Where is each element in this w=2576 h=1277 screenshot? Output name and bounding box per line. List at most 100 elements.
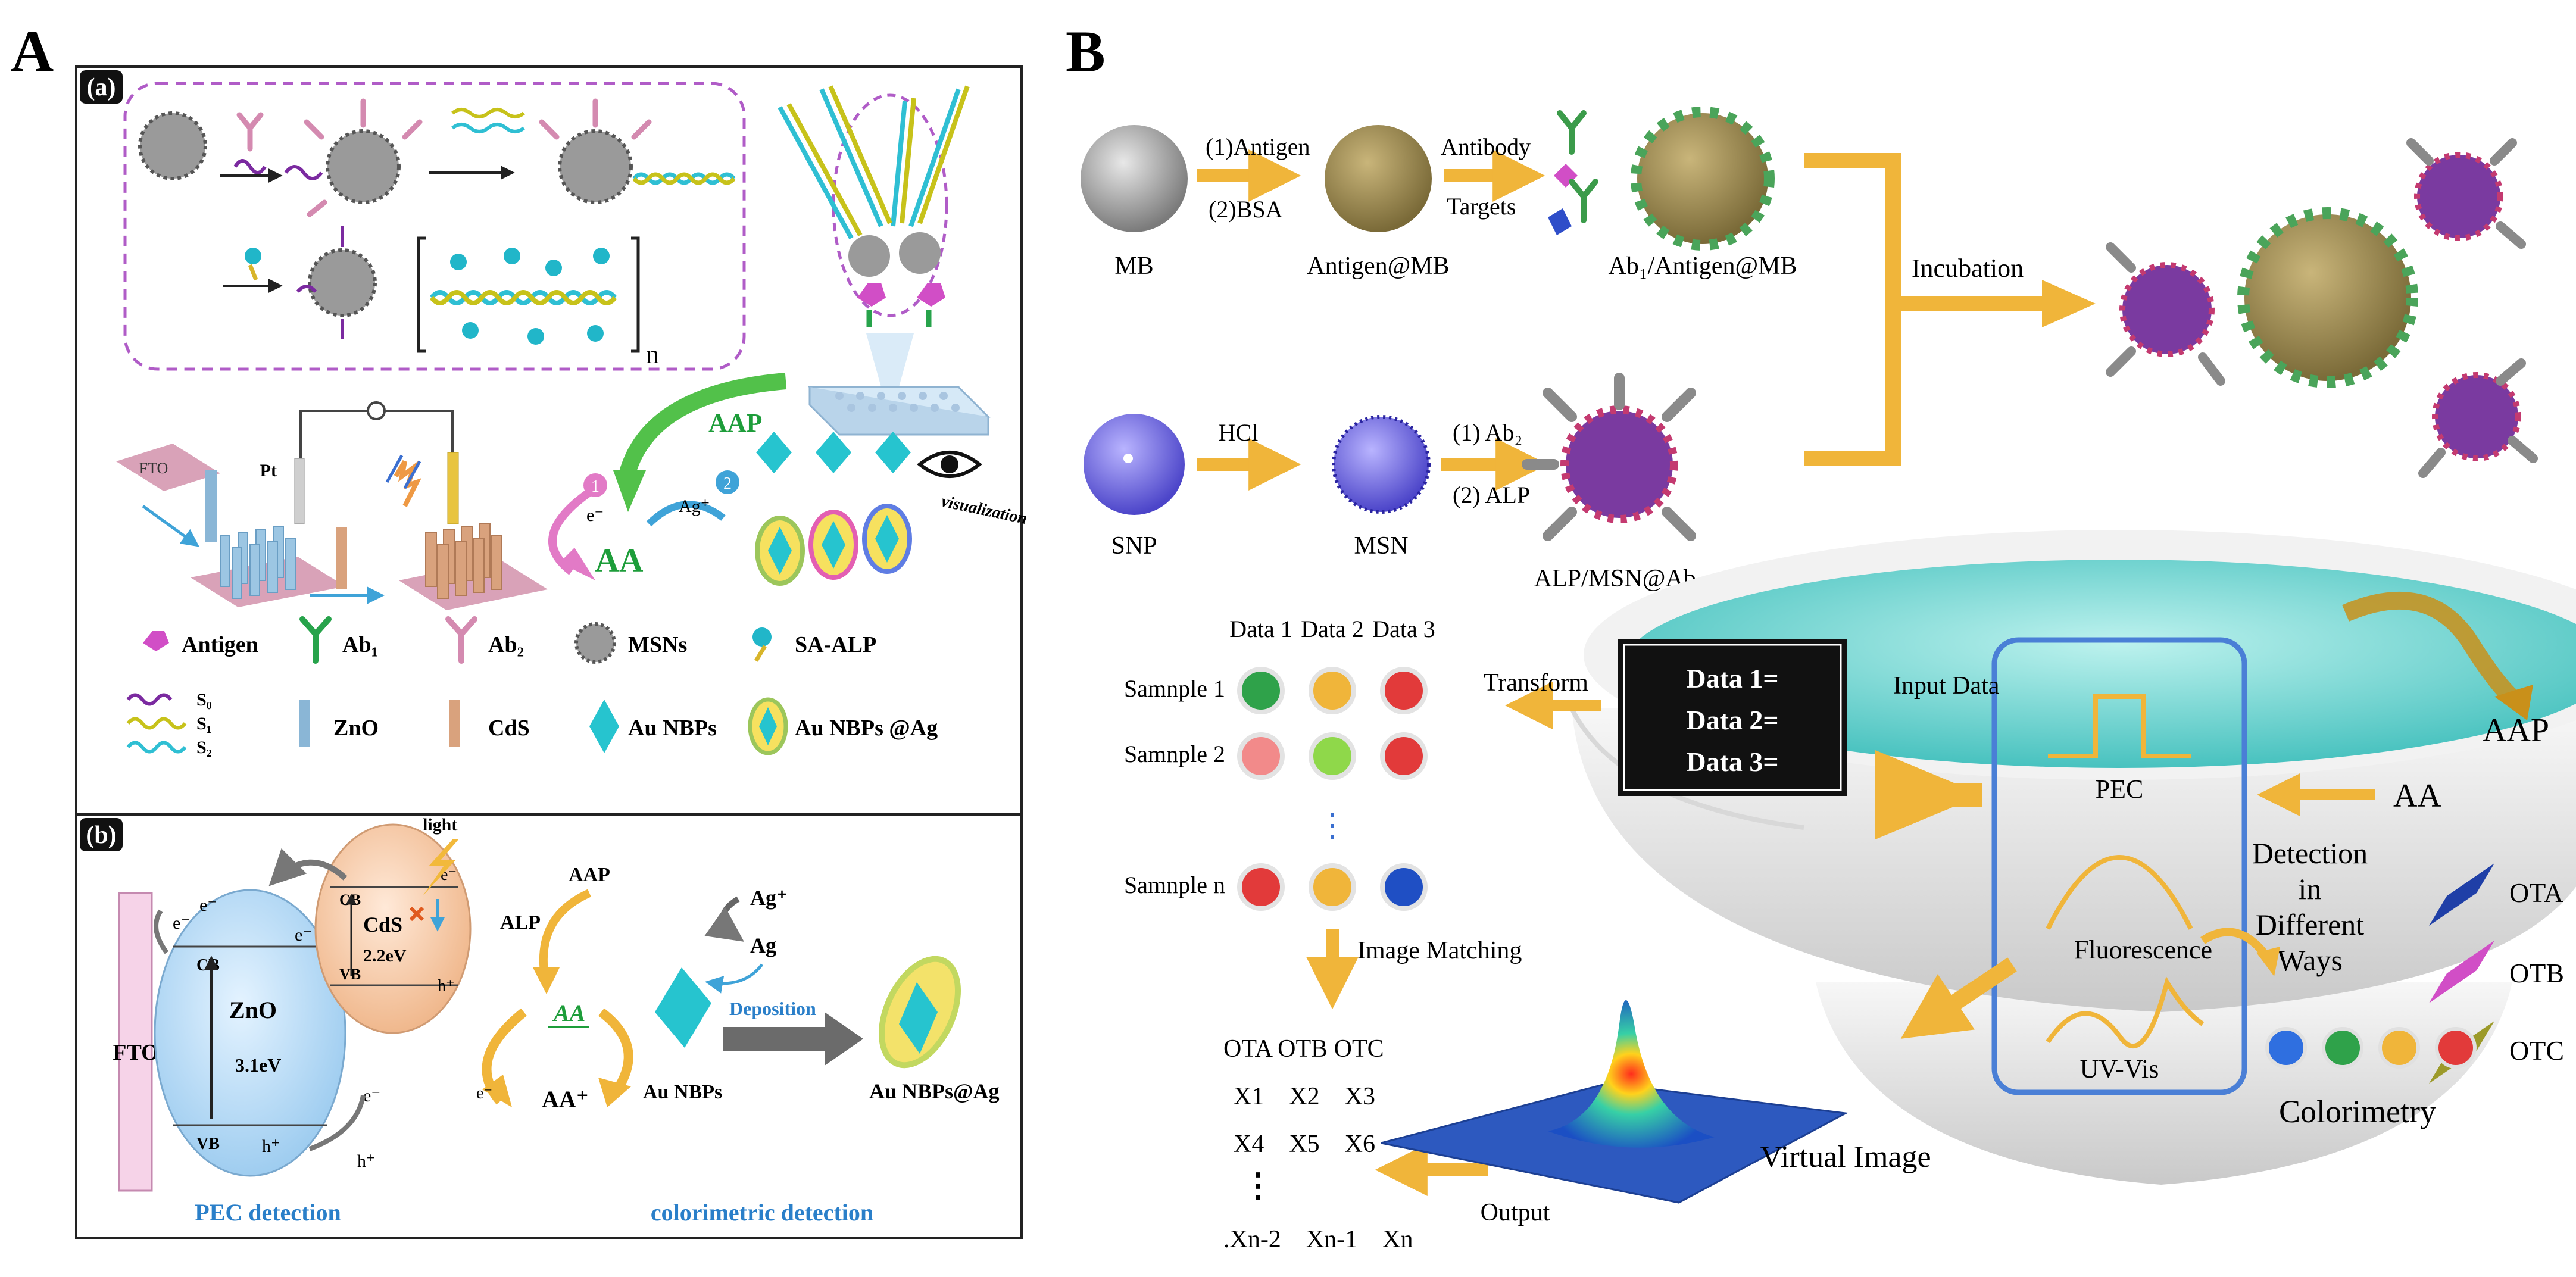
svg-text:ALP: ALP [500,911,541,933]
svg-text:S₂: S₂ [196,738,212,757]
ot-table-row-1: X1 X2 X3 [1234,1083,1375,1110]
ab1-antigen-mb-bead [1631,107,1775,251]
data-header-3: Data 3 [1372,616,1435,642]
msn-particle-1 [138,111,207,180]
fluorescence-signal-icon [2046,855,2193,930]
sub-b-label: (b) [86,822,116,849]
zno-rod-single [205,470,217,542]
svg-text:h⁺: h⁺ [438,977,455,995]
antigen-mb-bead [1325,125,1432,232]
immunocomplex-cluster [2106,138,2538,478]
pec-signal-icon [2048,694,2191,758]
ot-table-header: OTA OTB OTC [1223,1035,1384,1063]
ot-table-row-n: .Xn-2 Xn-1 Xn [1223,1226,1413,1253]
data-header-2: Data 2 [1301,616,1364,642]
fto-substrate: FTO [116,444,220,491]
alp-step-label: (2) ALP [1453,482,1530,508]
ab2-step-label: (1) Ab₂ [1453,419,1522,446]
antigen-step-label: (1)Antigen [1206,133,1310,160]
alp-catalysis: ALP AAP AA AA⁺ e⁻ [476,864,633,1113]
incubation-label: Incubation [1912,254,2024,283]
ab2-icon [445,616,477,664]
data-header-1: Data 1 [1229,616,1292,642]
au-nbps-ag-cluster [755,504,912,586]
svg-text:CB: CB [339,891,361,908]
immuno-sandwich-assembly [778,85,970,387]
svg-text:FTO: FTO [113,1040,158,1065]
mb-label: MB [1114,252,1153,280]
svg-text:e⁻: e⁻ [295,925,312,945]
input-data-label: Input Data [1893,672,2000,700]
zno-icon [299,700,310,747]
svg-text:e⁻: e⁻ [363,1086,380,1106]
zno-particle [154,889,346,1177]
samples-ellipsis: ⋮ [1316,807,1349,844]
aap-to-aa-arrow [617,373,787,484]
ag-plus-label-a: Ag⁺ [679,497,710,516]
snp-bead [1084,414,1185,515]
light-source: light [423,815,458,896]
dna-assembly-box [123,82,746,371]
msn-sa-alp-polymer [296,226,640,353]
svg-text:AA⁺: AA⁺ [542,1086,589,1113]
to-virtual-image-arrow [1900,957,2017,1039]
au-nbps-icon [589,700,619,753]
aap-label-b: AAP [2483,712,2549,749]
bowl [1569,530,2576,1185]
step1-badge [583,473,607,497]
svg-text:FTO: FTO [139,460,168,477]
msn-dna-chain [539,98,736,204]
pec-detection-label: PEC detection [195,1199,341,1226]
colorimetric-detection-label: colorimetric detection [651,1199,873,1226]
svg-text:Deposition: Deposition [729,998,816,1019]
targets-label: Targets [1447,193,1516,220]
ab2-icon-small [233,112,267,174]
svg-text:S₁: S₁ [196,714,212,733]
repeat-n-label: n [646,340,659,369]
water-surface [1625,560,2576,768]
aap-label-a: AAP [708,408,762,438]
sa-alp-icon-small [245,248,261,281]
panel-a-letter: A [11,18,54,85]
colorimetry-label: Colorimetry [2279,1094,2436,1129]
msn-label: MSN [1354,532,1408,560]
detection-frame [1991,637,2247,1095]
svg-text:VB: VB [339,966,361,983]
sa-alp-icon [752,627,772,647]
msn-bead [1334,417,1429,512]
svg-text:Ag⁺: Ag⁺ [750,886,788,910]
mb-bead [1081,125,1188,232]
svg-text:Detection: Detection [2252,836,2368,870]
svg-text:ZnO: ZnO [333,716,379,741]
alp-msn-ab2-particle [1522,373,1696,541]
fto-electrode [118,892,153,1192]
sub-a-badge [80,70,123,104]
sub-b-badge [80,818,123,851]
au-nbps-cluster [756,432,911,473]
sample-n-label: Samnple n [1124,872,1225,898]
uv-vis-signal-icon [2046,976,2205,1049]
svg-text:light: light [423,815,457,835]
svg-text:Ab₁: Ab₁ [342,632,378,657]
sample-1-label: Samnple 1 [1124,675,1225,702]
svg-text:CdS: CdS [488,716,530,741]
svg-text:Ag: Ag [750,933,776,957]
svg-text:Au NBPs @Ag: Au NBPs @Ag [795,716,938,741]
antibody-targets-icon [1548,110,1598,235]
otb-label: OTB [2509,958,2564,988]
ab1-icon [299,616,332,664]
ota-label: OTA [2509,878,2563,908]
svg-text:MSNs: MSNs [628,632,687,657]
svg-text:SA-ALP: SA-ALP [795,632,876,657]
svg-text:CdS: CdS [363,913,402,936]
zoom-ellipse [832,93,948,317]
fluorescence-to-colorimetry-arrow [2200,928,2272,961]
antigen-icon [143,631,169,651]
output-label: Output [1481,1199,1550,1226]
color-dot-blue [2265,1027,2307,1069]
s1-s2-strands [451,108,525,133]
microplate [807,386,991,436]
aap-curve-arrow [2342,591,2524,710]
antibody-label: Antibody [1441,133,1531,160]
